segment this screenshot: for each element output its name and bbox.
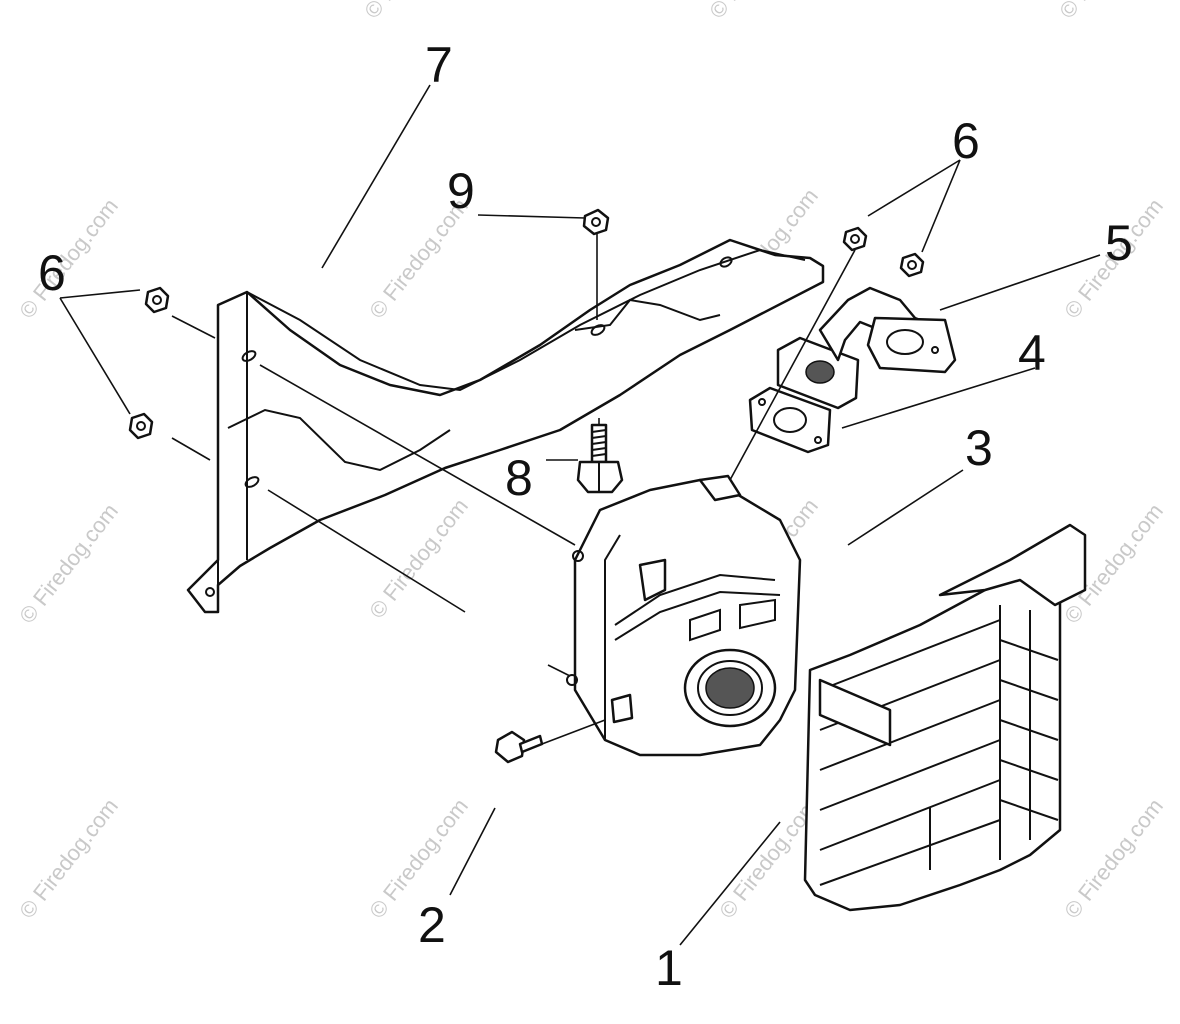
callout-labels: 7 9 6 6 5 4 3 8 2 1 — [38, 37, 1133, 996]
callout-label-5: 5 — [1105, 215, 1133, 271]
muffler-body — [566, 474, 802, 757]
watermark: © Firedog.com — [14, 794, 123, 923]
watermark: © Firedog.com — [1054, 0, 1163, 23]
hex-nut — [899, 252, 925, 278]
callout-label-6-left: 6 — [38, 245, 66, 301]
exhaust-gasket — [748, 386, 832, 454]
hex-screw — [494, 730, 544, 764]
watermark: © Firedog.com — [1059, 794, 1168, 923]
watermark: © Firedog.com — [704, 0, 813, 23]
callout-label-1: 1 — [655, 940, 683, 996]
hex-bolt — [576, 423, 624, 494]
callout-label-6-right: 6 — [952, 113, 980, 169]
flange-nut — [582, 208, 610, 236]
callout-label-3: 3 — [965, 420, 993, 476]
hex-nut — [842, 226, 868, 252]
heat-shield-guard — [803, 523, 1087, 912]
watermark: © Firedog.com — [364, 494, 473, 623]
watermark: © Firedog.com — [14, 499, 123, 628]
watermark: © Firedog.com — [14, 194, 123, 323]
hex-nut — [144, 286, 170, 314]
callout-label-4: 4 — [1018, 325, 1046, 381]
mounting-bracket — [186, 238, 825, 614]
callout-label-7: 7 — [425, 37, 453, 93]
callout-label-8: 8 — [505, 450, 533, 506]
leader-lines — [59, 84, 1101, 946]
exhaust-elbow-pipe — [776, 286, 957, 410]
callout-label-2: 2 — [418, 897, 446, 953]
hex-nut — [128, 412, 154, 440]
callout-label-9: 9 — [447, 163, 475, 219]
watermark: © Firedog.com — [359, 0, 468, 23]
